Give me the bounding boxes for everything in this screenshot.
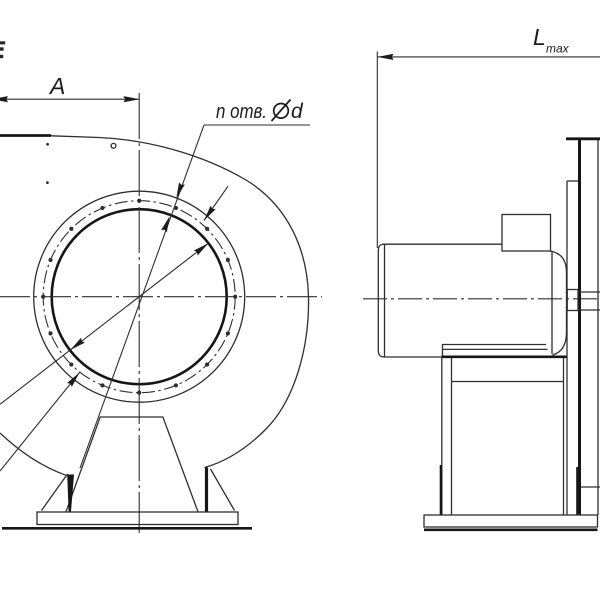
- svg-text:L: L: [533, 24, 546, 50]
- svg-text:max: max: [546, 42, 570, 56]
- svg-text:d: d: [291, 100, 304, 123]
- svg-text:n отв.: n отв.: [216, 100, 267, 123]
- svg-text:A: A: [48, 73, 65, 99]
